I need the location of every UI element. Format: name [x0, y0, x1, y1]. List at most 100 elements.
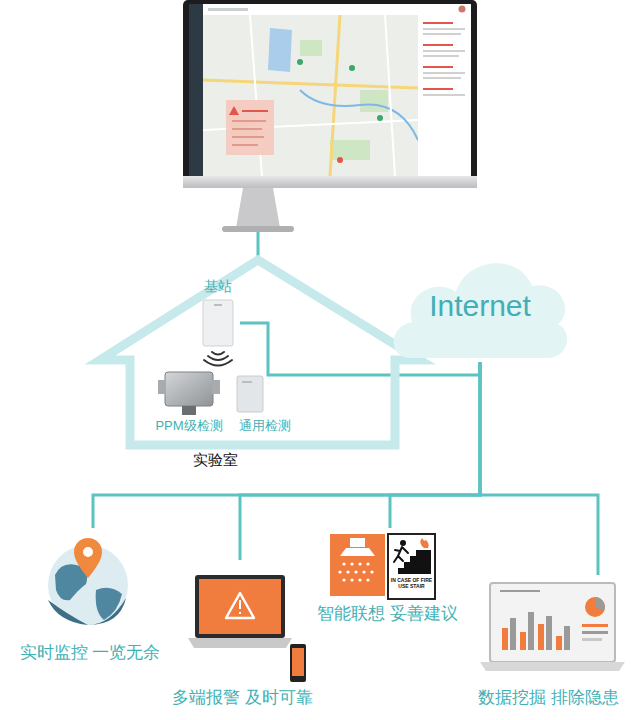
monitor-part [330, 140, 370, 160]
lab-house: 实验室基站PPM级检测通用检测 [95, 255, 430, 477]
monitor-part [226, 100, 274, 155]
ppm-device-part [212, 380, 220, 394]
monitor-part [297, 59, 303, 65]
monitor-part [423, 77, 461, 79]
fire-stair-sign-part [394, 547, 408, 562]
internet-cloud: Internet [390, 250, 570, 362]
alarm-screen-icon-part [199, 579, 281, 634]
ppm-sensor: PPM级检测 [145, 368, 233, 438]
sprinkler-icon-part [330, 534, 385, 596]
sprinkler-icon-part [342, 578, 345, 581]
ppm-device [158, 372, 220, 415]
analytics-laptop-icon [480, 583, 625, 671]
monitor-part [183, 0, 477, 186]
alarm-screen-icon-part [226, 593, 254, 618]
monitor-link-part [257, 232, 260, 258]
monitor-part [242, 110, 268, 112]
feature-caption: 实时监控 一览无余 [20, 643, 161, 663]
alarm-screen-icon-part [188, 638, 292, 648]
sprinkler-icon-part [366, 578, 369, 581]
monitor-part [423, 22, 453, 24]
alarm-screen-icon-part [290, 644, 306, 682]
feature-caption: 多端报警 及时可靠 [172, 688, 313, 708]
sprinkler-icon-part [370, 570, 373, 573]
sprinkler-icon-part [338, 570, 341, 573]
monitor-part [330, 15, 340, 176]
sign-text: IN CASE OF FIRE USE STAIR [390, 577, 433, 589]
analytics-laptop-icon-part [500, 590, 540, 592]
globe-icon-part [96, 588, 122, 620]
feature-item: 实时监控 一览无余 [5, 528, 175, 670]
wireless-waves [204, 352, 232, 366]
analytics-laptop-icon-part [556, 636, 562, 650]
sprinkler-icon-part [350, 562, 353, 565]
fire-stair-sign-part [388, 534, 435, 599]
cloud-shape [394, 263, 567, 358]
analytics-laptop-icon-part [546, 616, 552, 650]
globe-icon-part [74, 538, 102, 578]
monitor-part [229, 106, 239, 115]
monitor-part [423, 50, 465, 52]
base-station-device [203, 300, 233, 346]
house-outline [95, 255, 430, 477]
analytics-laptop-icon-part [564, 626, 570, 650]
feature-caption: 数据挖掘 排除隐患 [478, 688, 619, 708]
network-line [240, 362, 480, 560]
monitor-part [236, 188, 280, 228]
monitor-part [423, 66, 453, 68]
device-label: PPM级检测 [155, 418, 222, 434]
sprinkler-icon-part [350, 578, 353, 581]
monitor-part [232, 120, 266, 122]
sprinkler-icon [330, 534, 385, 596]
monitor-part [300, 40, 322, 56]
analytics-laptop-icon-part [582, 638, 602, 641]
wireless-waves-part [204, 360, 232, 366]
monitor-part [418, 15, 471, 176]
monitor-part [385, 15, 395, 176]
monitor-part [203, 15, 418, 176]
fire-stair-sign-part [420, 538, 428, 548]
sprinkler-icon-part [358, 578, 361, 581]
ppm-device-part [182, 406, 196, 415]
alarm-screen-icon [188, 575, 306, 682]
feature-caption: 智能联想 妥善建议 [317, 604, 458, 624]
globe-icon-part [48, 545, 128, 625]
monitor [183, 0, 477, 232]
globe-icon [48, 538, 128, 625]
monitor-part [232, 136, 264, 138]
general-device-part [237, 376, 263, 412]
alarm-screen-icon-part [292, 648, 304, 676]
alarm-screen-icon-part [239, 600, 241, 609]
analytics-laptop-icon-part [510, 618, 516, 650]
base-station-device-part [203, 300, 233, 346]
wireless-waves-part [208, 356, 228, 360]
alarm-screen-icon-part [195, 575, 285, 638]
monitor-part [268, 28, 292, 72]
device-label: 基站 [204, 278, 232, 295]
monitor-part [337, 157, 343, 163]
fire-stair-sign-part [392, 550, 431, 574]
globe-icon-part [48, 598, 126, 625]
general-device-part [242, 381, 252, 383]
device-label: 通用检测 [239, 418, 291, 434]
monitor-part [232, 144, 258, 146]
sprinkler-icon-part [346, 570, 349, 573]
globe-icon-part [83, 547, 93, 557]
ppm-device-part [165, 372, 213, 406]
alarm-screen-icon-part [239, 612, 241, 614]
monitor-part [232, 128, 262, 130]
sprinkler-icon-part [354, 570, 357, 573]
monitor-part [208, 8, 248, 11]
ppm-device-part [158, 380, 166, 394]
monitor-part [423, 72, 465, 74]
monitor-part [183, 176, 477, 188]
feature-item: 多端报警 及时可靠 [155, 560, 330, 717]
general-device [237, 376, 263, 412]
monitor-part [377, 115, 383, 121]
analytics-laptop-icon-part [582, 624, 608, 627]
monitor-part [423, 88, 453, 90]
analytics-laptop-icon-part [480, 662, 625, 671]
feature-item: 智能联想 妥善建议 [300, 528, 475, 628]
monitor-part [222, 226, 294, 232]
